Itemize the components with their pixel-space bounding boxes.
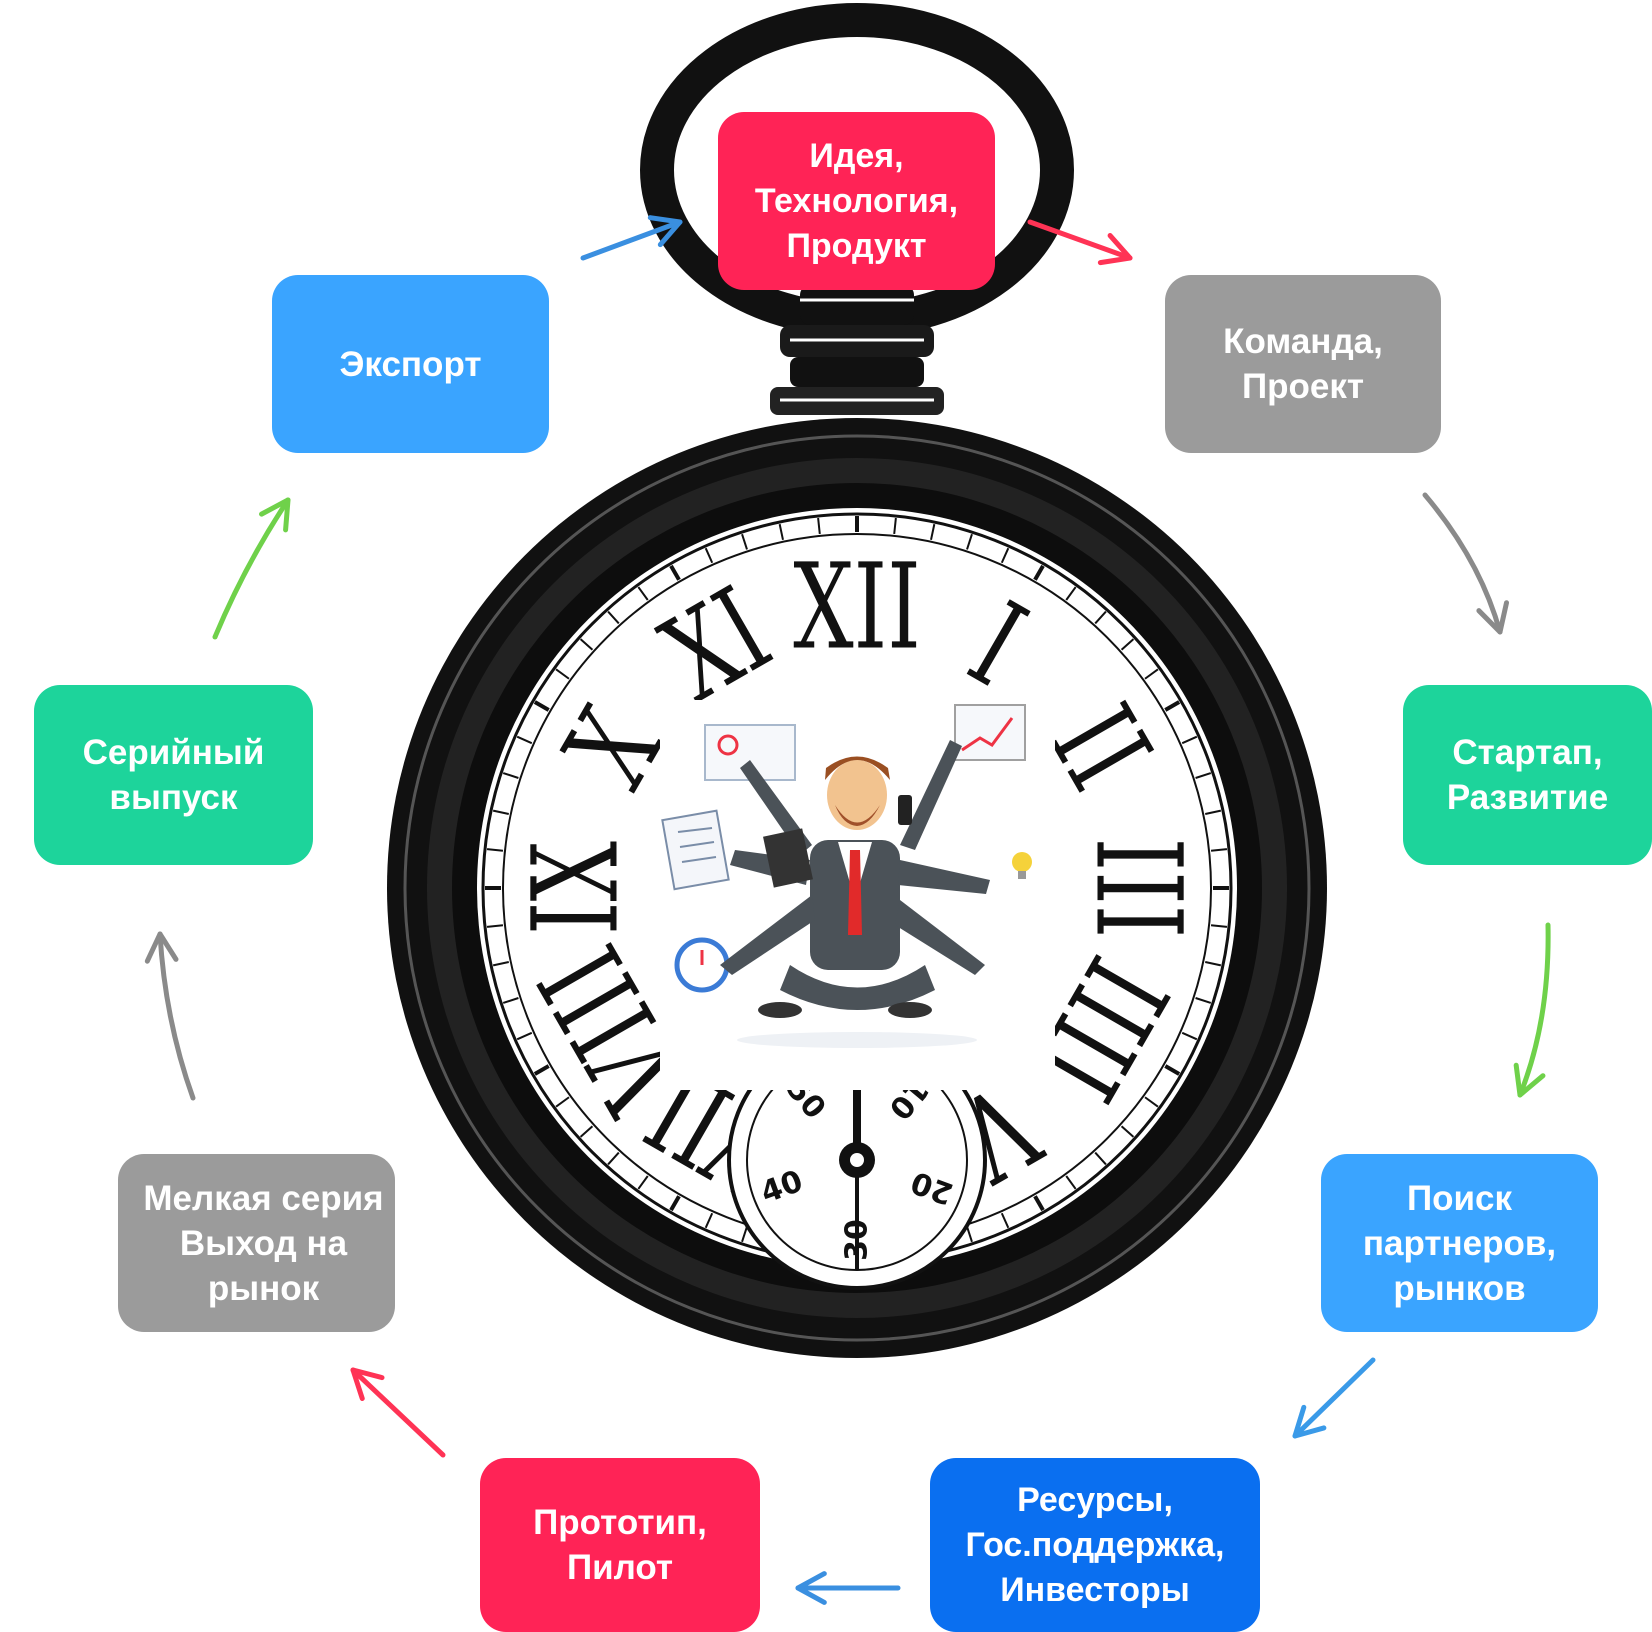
arrow-serial-to-export-head (259, 497, 291, 533)
minute-tick (1144, 668, 1159, 680)
node-search-partners: Поиск партнеров, рынков (1321, 1154, 1598, 1332)
roman-numeral: XII (793, 540, 921, 677)
multitasking-man-illustration (660, 700, 1055, 1090)
node-startup: Стартап, Развитие (1403, 685, 1652, 865)
minute-tick (893, 517, 897, 535)
minute-tick (930, 523, 936, 540)
minute-tick (579, 638, 594, 651)
minute-tick (1195, 772, 1212, 779)
minute-tick (1033, 564, 1045, 581)
cycle-arrows (144, 215, 1551, 1605)
arrow-team-to-startup (1422, 492, 1503, 635)
minute-tick (502, 772, 519, 779)
minute-tick (669, 1195, 681, 1212)
minute-tick (533, 1064, 550, 1076)
arrow-small-to-serial (157, 931, 196, 1101)
roman-numeral: III (1069, 838, 1206, 939)
arrow-idea-to-team (1027, 219, 1133, 261)
minute-tick (966, 1226, 973, 1243)
minute-tick (1210, 848, 1228, 852)
node-small-series: Мелкая серия Выход на рынок (118, 1154, 395, 1332)
minute-track (485, 516, 1229, 1260)
minute-tick (1065, 1175, 1077, 1190)
minute-tick (637, 586, 649, 601)
minute-tick (492, 961, 509, 967)
minute-tick (486, 848, 504, 852)
arrow-serial-to-export (212, 497, 291, 640)
minute-tick (533, 700, 550, 712)
minute-tick (704, 547, 714, 564)
arrow-startup-to-search (1517, 922, 1551, 1098)
minute-tick (1094, 610, 1107, 625)
minute-tick (1181, 1031, 1198, 1041)
minute-tick (741, 1226, 748, 1243)
minute-tick (607, 610, 620, 625)
minute-tick (1120, 1125, 1135, 1138)
minute-tick (741, 533, 748, 550)
arrow-prototype-to-small (350, 1367, 446, 1458)
minute-tick (637, 1175, 649, 1190)
minute-tick (669, 564, 681, 581)
minute-tick (1120, 638, 1135, 651)
minute-tick (966, 533, 973, 550)
minute-tick (817, 517, 821, 535)
minute-tick (516, 735, 533, 745)
minute-tick (555, 668, 570, 680)
minute-tick (778, 523, 784, 540)
minute-tick (1000, 547, 1010, 564)
minute-tick (1205, 961, 1222, 967)
arrow-prototype-to-small-head (350, 1367, 385, 1402)
arrow-export-to-idea-head (647, 215, 683, 248)
node-team: Команда, Проект (1165, 275, 1441, 453)
node-prototype: Прототип, Пилот (480, 1458, 760, 1632)
arrow-search-to-resources-head (1292, 1404, 1327, 1439)
minute-tick (1195, 997, 1212, 1004)
minute-tick (1181, 735, 1198, 745)
arrow-idea-to-team-head (1097, 233, 1133, 266)
node-idea: Идея, Технология, Продукт (718, 112, 995, 290)
minute-tick (704, 1212, 714, 1229)
arrow-resources-to-prototype-head (795, 1571, 827, 1605)
minute-tick (1205, 809, 1222, 815)
minute-tick (607, 1151, 620, 1166)
arrow-search-to-resources (1292, 1357, 1376, 1439)
arrow-team-to-startup-head (1476, 600, 1510, 635)
minute-tick (1144, 1096, 1159, 1108)
minute-tick (1094, 1151, 1107, 1166)
minute-tick (1000, 1212, 1010, 1229)
minute-tick (492, 809, 509, 815)
minute-tick (1033, 1195, 1045, 1212)
watch-crown (770, 285, 944, 415)
node-export: Экспорт (272, 275, 549, 453)
minute-tick (516, 1031, 533, 1041)
minute-tick (555, 1096, 570, 1108)
minute-tick (486, 924, 504, 928)
minute-tick (1065, 586, 1077, 601)
roman-numeral: IX (509, 841, 646, 935)
minute-tick (502, 997, 519, 1004)
arrow-export-to-idea (580, 219, 683, 261)
arrow-small-to-serial-head (144, 931, 179, 964)
minute-tick (1210, 924, 1228, 928)
minute-tick (1164, 700, 1181, 712)
minute-tick (1164, 1064, 1181, 1076)
node-resources: Ресурсы, Гос.поддержка, Инвесторы (930, 1458, 1260, 1632)
node-serial-production: Серийный выпуск (34, 685, 313, 865)
minute-tick (579, 1125, 594, 1138)
arrow-startup-to-search-head (1513, 1062, 1546, 1098)
